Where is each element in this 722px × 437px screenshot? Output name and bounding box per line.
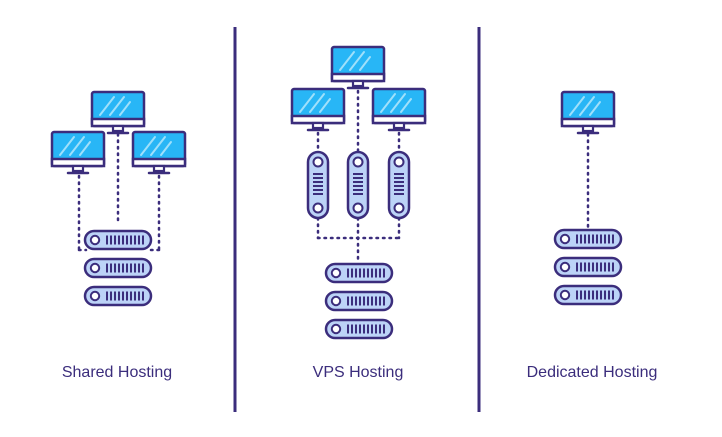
panel-dedicated-hosting bbox=[555, 90, 621, 304]
panel-vps-hosting bbox=[290, 45, 427, 338]
monitor-icon bbox=[50, 130, 106, 175]
vps-container-icon bbox=[346, 150, 370, 220]
monitor-icon bbox=[371, 87, 427, 132]
connector-lines-vps bbox=[316, 89, 401, 265]
server-stack-icon bbox=[85, 231, 151, 305]
vps-container-icon bbox=[387, 150, 411, 220]
monitor-icon bbox=[330, 45, 386, 90]
caption-vps-hosting: VPS Hosting bbox=[312, 364, 404, 381]
caption-shared-hosting: Shared Hosting bbox=[61, 364, 173, 381]
panel-shared-hosting bbox=[50, 90, 187, 305]
caption-dedicated-hosting: Dedicated Hosting bbox=[526, 364, 658, 381]
monitor-icon bbox=[90, 90, 146, 135]
connector-lines-shared bbox=[77, 132, 161, 252]
monitor-icon bbox=[290, 87, 346, 132]
vps-container-icon bbox=[306, 150, 330, 220]
server-stack-icon bbox=[326, 264, 392, 338]
server-stack-icon bbox=[555, 230, 621, 304]
monitor-icon bbox=[560, 90, 616, 135]
monitor-icon bbox=[131, 130, 187, 175]
